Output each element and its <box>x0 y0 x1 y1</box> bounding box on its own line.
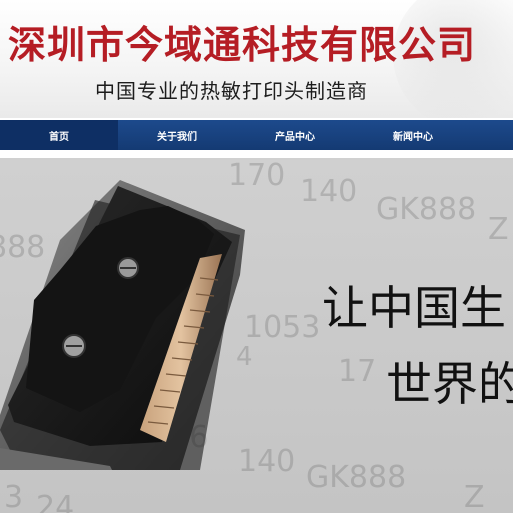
nav-item-about[interactable]: 关于我们 <box>157 131 197 143</box>
banner-bg-text: 888 <box>0 230 46 265</box>
banner-bg-text: 24 <box>36 490 75 513</box>
banner-bg-text: 1053 <box>244 310 321 345</box>
banner-bg-text: Z <box>488 212 509 247</box>
nav-item-news[interactable]: 新闻中心 <box>393 131 433 143</box>
banner-bg-text: 4 <box>236 342 253 372</box>
company-name[interactable]: 深圳市今域通科技有限公司 <box>8 23 477 67</box>
banner-bg-text: 17 <box>338 354 377 389</box>
nav-item-products[interactable]: 产品中心 <box>275 131 315 143</box>
banner-bg-text: 140 <box>238 444 296 479</box>
nav-item-home[interactable]: 首页 <box>0 120 118 150</box>
banner-bg-text: GK888 <box>306 460 407 495</box>
banner-bg-text: Z <box>464 480 485 513</box>
banner-bg-text: 3 <box>4 480 24 513</box>
hero-banner[interactable]: 170 140 GK888 Z 888 1053 4 17 1036 140 G… <box>0 158 513 513</box>
printhead-image <box>0 180 245 470</box>
banner-slogan-line1: 让中国生 <box>322 281 506 335</box>
banner-bg-text: 140 <box>300 174 358 209</box>
company-tagline: 中国专业的热敏打印头制造商 <box>95 79 368 103</box>
globe-decoration <box>393 0 513 118</box>
site-header: 深圳市今域通科技有限公司 中国专业的热敏打印头制造商 <box>0 0 513 118</box>
main-navigation: 首页 关于我们 产品中心 新闻中心 <box>0 120 513 150</box>
banner-slogan-line2: 世界的 <box>386 357 513 411</box>
banner-bg-text: 170 <box>228 158 286 193</box>
banner-bg-text: GK888 <box>376 192 477 227</box>
